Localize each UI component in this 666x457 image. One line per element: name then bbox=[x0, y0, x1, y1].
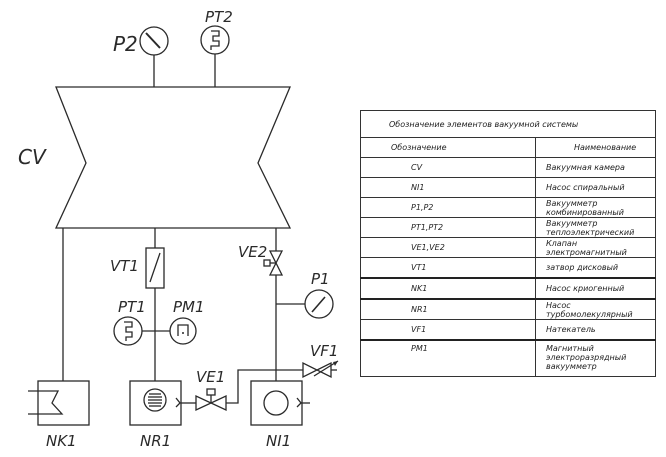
legend-code: NI1 bbox=[360, 177, 536, 198]
vacuum-chamber-cv bbox=[54, 86, 292, 229]
gauge-pm1-icon bbox=[169, 317, 197, 345]
label-pt2: PT2 bbox=[205, 8, 233, 26]
legend-name: Насос спиральный bbox=[535, 177, 656, 198]
legend-name: Насос криогенный bbox=[535, 277, 656, 300]
legend-code: PT1,PT2 bbox=[360, 217, 536, 238]
legend-name: Натекатель bbox=[535, 319, 656, 341]
legend-name: Вакуумметр теплоэлектрический bbox=[535, 217, 656, 238]
label-p1: P1 bbox=[311, 270, 330, 288]
turbo-pump-icon bbox=[143, 388, 167, 412]
label-ve2: VE2 bbox=[238, 243, 267, 261]
label-nk1: NK1 bbox=[46, 432, 77, 450]
legend-code: VF1 bbox=[360, 319, 536, 341]
legend-code: P1,P2 bbox=[360, 197, 536, 218]
legend-name: Магнитный электроразрядный вакуумметр bbox=[535, 339, 656, 377]
label-pt1: PT1 bbox=[118, 298, 146, 316]
label-vt1: VT1 bbox=[110, 257, 139, 275]
legend-name: Клапан электромагнитный bbox=[535, 237, 656, 258]
scroll-pump-icon bbox=[263, 390, 289, 416]
legend-table: Обозначение элементов вакуумной системы … bbox=[360, 110, 656, 377]
label-cv: CV bbox=[18, 145, 47, 169]
label-pm1: PM1 bbox=[173, 298, 205, 316]
legend-name: затвор дисковый bbox=[535, 257, 656, 279]
gauge-pt2-icon bbox=[200, 25, 230, 55]
legend-code: NR1 bbox=[360, 298, 536, 320]
legend-code: VT1 bbox=[360, 257, 536, 279]
label-ni1: NI1 bbox=[266, 432, 291, 450]
legend-header-name: Наименование bbox=[535, 137, 656, 158]
pump-ni1 bbox=[250, 380, 303, 426]
label-ve1: VE1 bbox=[196, 368, 225, 386]
label-nr1: NR1 bbox=[140, 432, 171, 450]
leak-valve-vf1-icon bbox=[302, 361, 332, 379]
label-vf1: VF1 bbox=[310, 342, 338, 360]
pump-nk1 bbox=[37, 380, 90, 426]
label-p2: P2 bbox=[113, 32, 138, 56]
legend-code: CV bbox=[360, 157, 536, 178]
legend-name: Вакуумная камера bbox=[535, 157, 656, 178]
legend-code: PM1 bbox=[360, 339, 536, 377]
cryo-pump-icon bbox=[28, 390, 64, 415]
legend-header-code: Обозначение bbox=[360, 137, 536, 158]
gauge-pt1-icon bbox=[113, 316, 143, 346]
legend-name: Вакуумметр комбинированный bbox=[535, 197, 656, 218]
legend-title: Обозначение элементов вакуумной системы bbox=[360, 110, 656, 138]
legend-name: Насос турбомолекулярный bbox=[535, 298, 656, 320]
legend-code: NK1 bbox=[360, 277, 536, 300]
legend-code: VE1,VE2 bbox=[360, 237, 536, 258]
